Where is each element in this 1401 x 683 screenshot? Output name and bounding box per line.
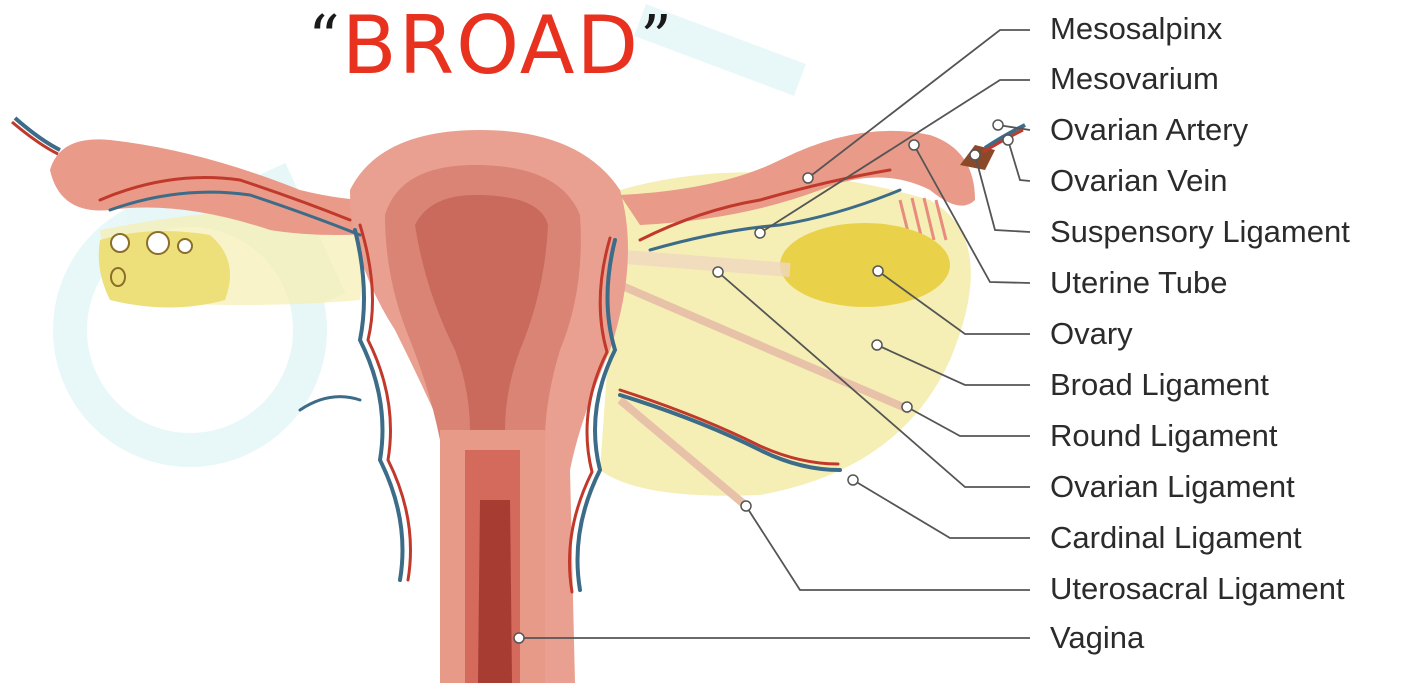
title-close-quote: ” bbox=[640, 1, 674, 74]
label-ovarian-artery: Ovarian Artery bbox=[1050, 114, 1248, 145]
label-uterine-tube: Uterine Tube bbox=[1050, 267, 1228, 298]
label-ovarian-ligament: Ovarian Ligament bbox=[1050, 471, 1295, 502]
label-suspensory-ligament: Suspensory Ligament bbox=[1050, 216, 1350, 247]
title-open-quote: “ bbox=[308, 1, 342, 74]
right-ovary bbox=[780, 223, 950, 307]
label-ovarian-vein: Ovarian Vein bbox=[1050, 165, 1228, 196]
label-uterosacral-ligament: Uterosacral Ligament bbox=[1050, 573, 1345, 604]
label-broad-ligament: Broad Ligament bbox=[1050, 369, 1269, 400]
title-word: BROAD bbox=[342, 0, 640, 92]
label-round-ligament: Round Ligament bbox=[1050, 420, 1278, 451]
label-cardinal-ligament: Cardinal Ligament bbox=[1050, 522, 1302, 553]
label-ovary: Ovary bbox=[1050, 318, 1133, 349]
label-mesosalpinx: Mesosalpinx bbox=[1050, 13, 1222, 44]
label-vagina: Vagina bbox=[1050, 622, 1144, 653]
vaginal-canal bbox=[478, 500, 512, 683]
diagram-title: “BROAD” bbox=[308, 6, 674, 86]
label-mesovarium: Mesovarium bbox=[1050, 63, 1219, 94]
